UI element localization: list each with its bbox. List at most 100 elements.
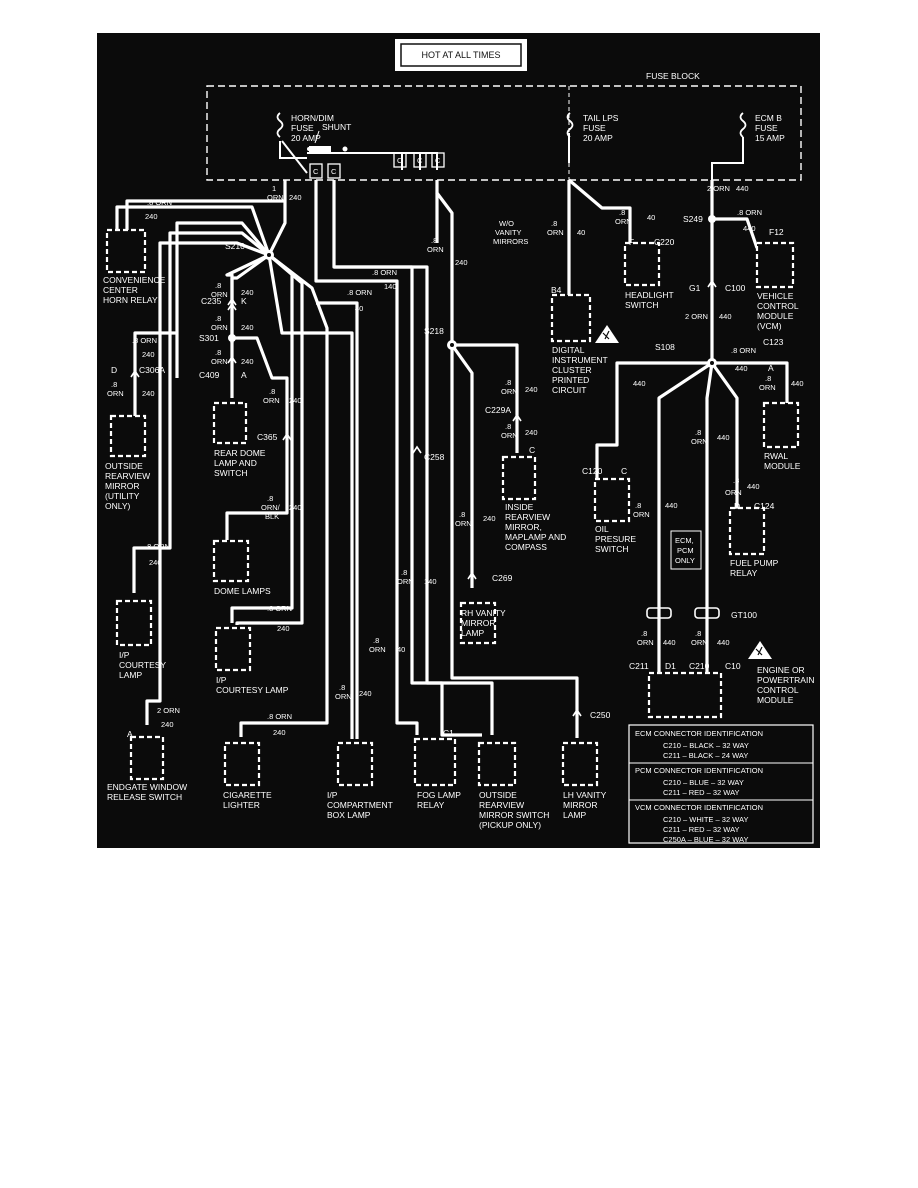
label-rh-vanity-2: MIRROR bbox=[461, 618, 495, 628]
wire-label: ORN bbox=[211, 323, 228, 332]
wire-label: ORN bbox=[427, 245, 444, 254]
wire-label: 440 bbox=[736, 184, 749, 193]
component-fuel-pump bbox=[728, 506, 766, 556]
component-ip-compartment bbox=[336, 741, 374, 787]
conn-c10: C10 bbox=[725, 661, 741, 671]
conn-c123-pin: A bbox=[768, 363, 774, 373]
label-rh-vanity-1: RH VANITY bbox=[461, 608, 506, 618]
label-vcm-4: (VCM) bbox=[757, 321, 782, 331]
splice-dot-icon bbox=[707, 358, 717, 368]
conn-c306a: C306A bbox=[139, 365, 165, 375]
wire-label: ORN/ bbox=[261, 503, 281, 512]
wire-label: .8 bbox=[339, 683, 345, 692]
splice-s249: S249 bbox=[683, 214, 703, 224]
svg-text:C: C bbox=[313, 167, 319, 176]
label-cluster-1: DIGITAL bbox=[552, 345, 585, 355]
wire-label: .8 ORN bbox=[145, 542, 170, 551]
svg-text:ECM,: ECM, bbox=[675, 536, 694, 545]
wire-label: 440 bbox=[791, 379, 804, 388]
wire-label: 240 bbox=[289, 396, 302, 405]
label-out-mirror-4: (UTILITY bbox=[105, 491, 140, 501]
label-out-mirror-5: ONLY) bbox=[105, 501, 131, 511]
label-lh-vanity-2: MIRROR bbox=[563, 800, 597, 810]
label-ip-courtesy1-3: LAMP bbox=[119, 670, 142, 680]
component-lh-vanity bbox=[561, 741, 599, 787]
wire-label: 240 bbox=[277, 624, 290, 633]
conn-f12: F12 bbox=[769, 227, 784, 237]
wire-label: 40 bbox=[647, 213, 655, 222]
wire-label: .8 bbox=[765, 374, 771, 383]
legend-row: C210 – WHITE – 32 WAY bbox=[663, 815, 748, 824]
fuse-ecmb-line1: ECM B bbox=[755, 113, 782, 123]
splice-dot-icon bbox=[264, 250, 274, 260]
label-fog-2: RELAY bbox=[417, 800, 445, 810]
wire-label: VANITY bbox=[495, 228, 522, 237]
label-horn-relay-3: HORN RELAY bbox=[103, 295, 158, 305]
wire-label: ORN bbox=[691, 638, 708, 647]
component-outside-mirror-util bbox=[109, 414, 147, 458]
wire-label: .8 bbox=[215, 314, 221, 323]
wire-label: 440 bbox=[717, 433, 730, 442]
wire-label: ORN bbox=[335, 692, 352, 701]
wire-label: 240 bbox=[161, 720, 174, 729]
wire-label: .8 bbox=[505, 422, 511, 431]
wire-label: 140 bbox=[384, 282, 397, 291]
label-fuel-2: RELAY bbox=[730, 568, 758, 578]
component-fog-relay bbox=[413, 737, 457, 787]
label-oms-2: REARVIEW bbox=[479, 800, 524, 810]
label-ipcomp-3: BOX LAMP bbox=[327, 810, 371, 820]
esd-warning-icon bbox=[748, 641, 772, 659]
fuse-horn-line1: HORN/DIM bbox=[291, 113, 334, 123]
wire-label: .8 bbox=[733, 476, 739, 485]
wire-label: .8 ORN bbox=[267, 712, 292, 721]
label-cluster-5: CIRCUIT bbox=[552, 385, 586, 395]
wire-label: .8 ORN bbox=[267, 604, 292, 613]
conn-g1: G1 bbox=[689, 283, 701, 293]
component-endgate bbox=[129, 735, 165, 781]
wire-label: 40 bbox=[577, 228, 585, 237]
fuse-block-label: FUSE BLOCK bbox=[646, 71, 700, 81]
label-cluster-3: CLUSTER bbox=[552, 365, 592, 375]
connector-chevron-icon bbox=[130, 279, 717, 717]
conn-c235: C235 bbox=[201, 296, 222, 306]
label-cluster-2: INSTRUMENT bbox=[552, 355, 608, 365]
label-ip-courtesy1-2: COURTESY bbox=[119, 660, 166, 670]
wire-label: .8 ORN bbox=[347, 288, 372, 297]
conn-c306a-pin: D bbox=[111, 365, 117, 375]
wire-label: .8 bbox=[431, 236, 437, 245]
splice-s218: S218 bbox=[424, 326, 444, 336]
wire-label: .8 bbox=[267, 494, 273, 503]
label-fuel-1: FUEL PUMP bbox=[730, 558, 779, 568]
wire-label: 440 bbox=[717, 638, 730, 647]
component-ip-courtesy-2 bbox=[214, 626, 252, 672]
wire-label: .8 bbox=[459, 510, 465, 519]
component-vcm bbox=[755, 241, 795, 289]
wire-label: 240 bbox=[149, 558, 162, 567]
label-oms-1: OUTSIDE bbox=[479, 790, 517, 800]
label-cig-2: LIGHTER bbox=[223, 800, 260, 810]
esd-warning-icon bbox=[595, 325, 619, 343]
label-endgate-2: RELEASE SWITCH bbox=[107, 792, 182, 802]
label-ip-courtesy2-2: COURTESY LAMP bbox=[216, 685, 289, 695]
wire-label: ORN bbox=[725, 488, 742, 497]
splice-dot-icon bbox=[447, 340, 457, 350]
label-inside-mirror-1: INSIDE bbox=[505, 502, 534, 512]
label-ip-courtesy2-1: I/P bbox=[216, 675, 227, 685]
wire-label: 240 bbox=[142, 350, 155, 359]
label-dome-lamps: DOME LAMPS bbox=[214, 586, 271, 596]
wire-label: 440 bbox=[747, 482, 760, 491]
conn-c258: C258 bbox=[424, 452, 445, 462]
wire-label: ORN bbox=[211, 357, 228, 366]
fuse-horn-line3: 20 AMP bbox=[291, 133, 321, 143]
fuse-tail-line1: TAIL LPS bbox=[583, 113, 619, 123]
label-ip-courtesy1-1: I/P bbox=[119, 650, 130, 660]
splice-s108: S108 bbox=[655, 342, 675, 352]
splice-s210: S210 bbox=[225, 241, 245, 251]
wire-label: ORN bbox=[691, 437, 708, 446]
wire-label: .8 bbox=[641, 629, 647, 638]
label-horn-relay-2: CENTER bbox=[103, 285, 138, 295]
wire-label: 440 bbox=[633, 379, 646, 388]
label-cig-1: CIGARETTE bbox=[223, 790, 272, 800]
fuse-connector-c4: C bbox=[413, 152, 427, 168]
conn-c250: C250 bbox=[590, 710, 611, 720]
